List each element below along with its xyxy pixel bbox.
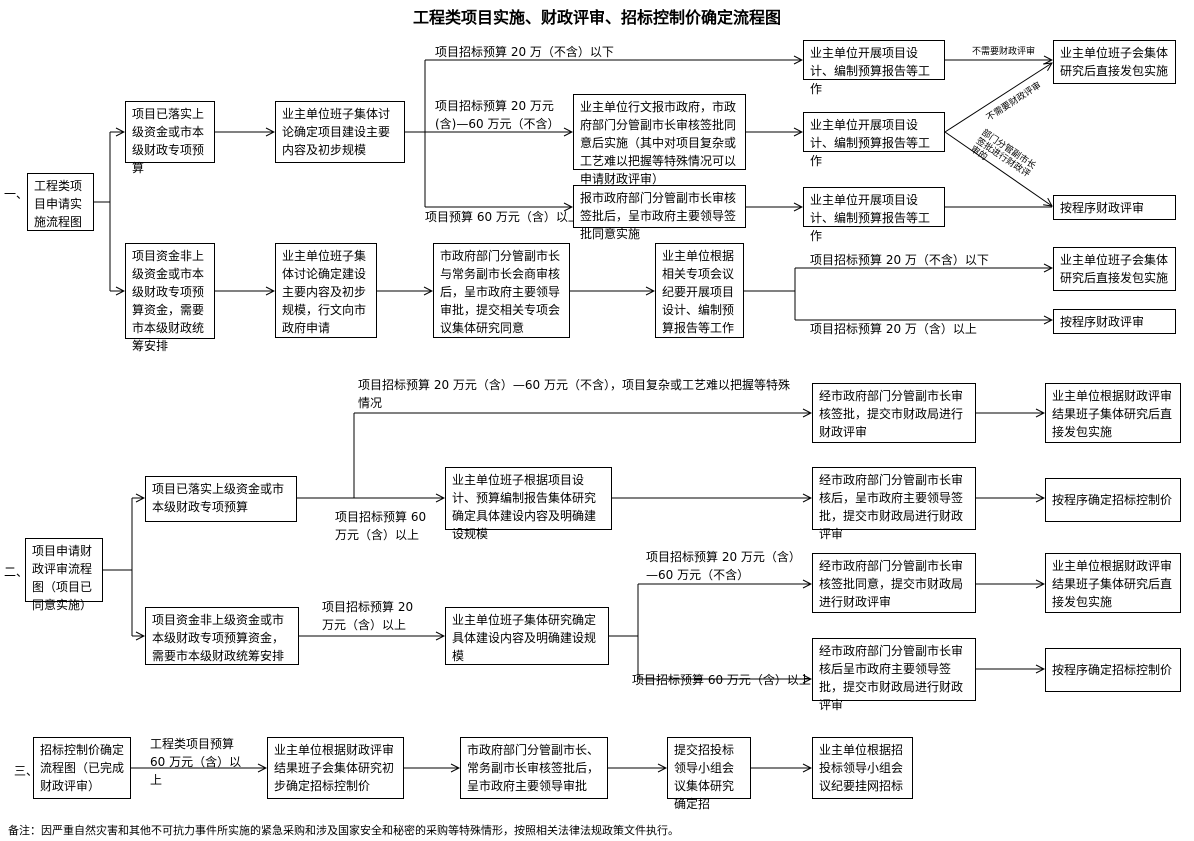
s2-result-price-box: 按程序确定招标控制价 [1045,478,1181,522]
s2-label-b-20to60: 项目招标预算 20 万元（含）—60 万元（不含） [646,550,795,582]
s1-review-box: 按程序财政评审 [1053,195,1176,220]
s2-result-direct-box: 业主单位根据财政评审结果班子集体研究后直接发包实施 [1045,553,1181,613]
s3-label: 工程类项目预算 60 万元（含）以上 [150,737,242,787]
s1-design-box: 业主单位开展项目设计、编制预算报告等工作 [803,112,945,168]
s3-step1-box: 业主单位根据财政评审结果班子会集体研究初步确定招标控制价 [267,737,404,799]
s1-b-design-box: 业主单位根据相关专项会议纪要开展项目设计、编制预算报告等工作 [655,243,744,338]
s1-mayors-box: 市政府部门分管副市长与常务副市长会商审核后，呈市政府主要领导审批，提交相关专项会… [433,243,570,338]
s1-funded-box: 项目已落实上级资金或市本级财政专项预算 [125,101,215,175]
s1-label-over60: 项目预算 60 万元（含）以上 [425,210,580,224]
s1-b-direct-box: 业主单位班子会集体研究后直接发包实施 [1053,247,1176,291]
s2-label-special: 项目招标预算 20 万元（含）—60 万元（不含），项目复杂或工艺难以把握等特殊… [358,378,790,410]
section-number: 三、 [14,764,39,778]
s1-design-box: 业主单位开展项目设计、编制预算报告等工作 [803,187,945,243]
s1-b-label-under20: 项目招标预算 20 万（不含）以下 [810,253,989,267]
s1-direct-box: 业主单位班子会集体研究后直接发包实施 [1053,40,1176,84]
s2-result-direct-box: 业主单位根据财政评审结果班子集体研究后直接发包实施 [1045,383,1181,443]
s2-label-b-over60: 项目招标预算 60 万元（含）以上 [632,673,811,687]
s1-discuss-box: 业主单位班子集体讨论确定项目建设主要内容及初步规模 [275,101,405,163]
s1-b-review-box: 按程序财政评审 [1053,309,1176,334]
s1-b-discuss-box: 业主单位班子集体讨论确定建设主要内容及初步规模，行文向市政府申请 [275,243,377,338]
s1-b-label-over20: 项目招标预算 20 万（含）以上 [810,322,977,336]
s3-step3-box: 提交招投标领导小组会议集体研究确定招 [667,737,751,811]
s1-nonfunded-box: 项目资金非上级资金或市本级财政专项预算资金，需要市本级财政统筹安排 [125,243,215,353]
s2-special-review-box: 经市政府部门分管副市长审核签批，提交市财政局进行财政评审 [812,383,976,443]
s1-report-mayor-box: 报市政府部门分管副市长审核签批后，呈市政府主要领导签批同意实施 [573,185,746,241]
section-number: 一、 [4,187,29,201]
section-number: 二、 [4,565,29,579]
page-title: 工程类项目实施、财政评审、招标控制价确定流程图 [412,8,781,27]
s1-label-under20: 项目招标预算 20 万（不含）以下 [435,45,614,59]
s2-a-discuss-box: 业主单位班子根据项目设计、预算编制报告集体研究确定具体建设内容及明确建设规模 [445,467,612,541]
s2-funded-box: 项目已落实上级资金或市本级财政专项预算 [145,476,297,522]
s1-report-gov-box: 业主单位行文报市政府，市政府部门分管副市长审核签批同意后实施（其中对项目复杂或工… [573,94,746,186]
s1-label-20to60: 项目招标预算 20 万元(含)—60 万元（不含） [435,99,560,131]
footnote: 备注：因严重自然灾害和其他不可抗力事件所实施的紧急采购和涉及国家安全和秘密的采购… [8,824,679,837]
s2-over60-review-box: 经市政府部门分管副市长审核后，呈市政府主要领导签批，提交市财政局进行财政评审 [812,467,976,541]
s3-step4-box: 业主单位根据招投标领导小组会议纪要挂网招标 [812,737,913,799]
s3-start-box: 招标控制价确定流程图（已完成财政评审） [33,737,131,799]
s3-step2-box: 市政府部门分管副市长、常务副市长审核签批后，呈市政府主要领导审批 [460,737,608,799]
s2-start-box: 项目申请财政评审流程图（项目已同意实施） [25,538,103,612]
s2-b-discuss-box: 业主单位班子集体研究确定具体建设内容及明确建设规模 [445,607,609,665]
s1-start-box: 工程类项目申请实施流程图 [27,173,94,231]
s2-label-b-over20: 项目招标预算 20 万元（含）以上 [322,600,414,632]
s1-label-no-review: 不需要财政评审 [972,47,1036,57]
s2-b-20to60-review-box: 经市政府部门分管副市长审核签批同意，提交市财政局进行财政评审 [812,553,976,613]
s2-result-price-box: 按程序确定招标控制价 [1045,648,1181,692]
s2-b-over60-review-box: 经市政府部门分管副市长审核后呈市政府主要领导签批，提交市财政局进行财政评审 [812,638,976,712]
s1-design-box: 业主单位开展项目设计、编制预算报告等工作 [803,40,945,96]
s2-label-a-over60: 项目招标预算 60 万元（含）以上 [335,510,427,542]
s2-nonfunded-box: 项目资金非上级资金或市本级财政专项预算资金，需要市本级财政统筹安排 [145,607,299,665]
